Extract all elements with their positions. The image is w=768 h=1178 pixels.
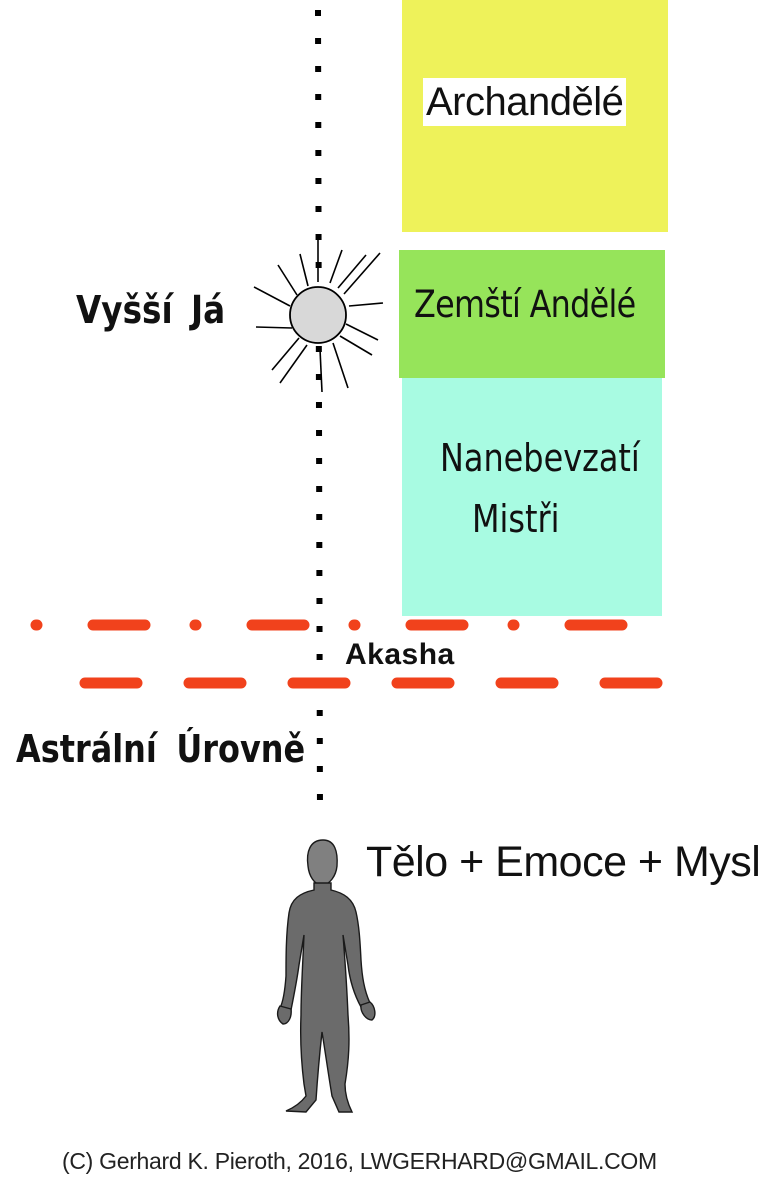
akasha-band (30, 619, 671, 689)
archangels-label: Archandělé (423, 78, 627, 126)
earth-angels-box (399, 250, 665, 378)
ascended-masters-box (402, 378, 662, 616)
copyright-notice: (C) Gerhard K. Pieroth, 2016, LWGERHARD@… (62, 1148, 657, 1174)
vertical-dotted-axis (315, 9, 323, 823)
ascended-masters-label-line2: Mistři (472, 497, 560, 541)
body-emotion-mind-label: Tělo + Emoce + Mysl (366, 838, 761, 886)
akasha-label: Akasha (345, 638, 455, 671)
sun-icon (253, 238, 384, 393)
human-figure-icon (276, 839, 376, 1113)
ascended-masters-label-line1: Nanebevzatí (440, 436, 640, 480)
astral-levels-label: Astrální Úrovně (16, 727, 306, 771)
higher-self-label: Vyšší Já (76, 288, 226, 332)
earth-angels-label: Zemští Andělé (414, 283, 636, 326)
